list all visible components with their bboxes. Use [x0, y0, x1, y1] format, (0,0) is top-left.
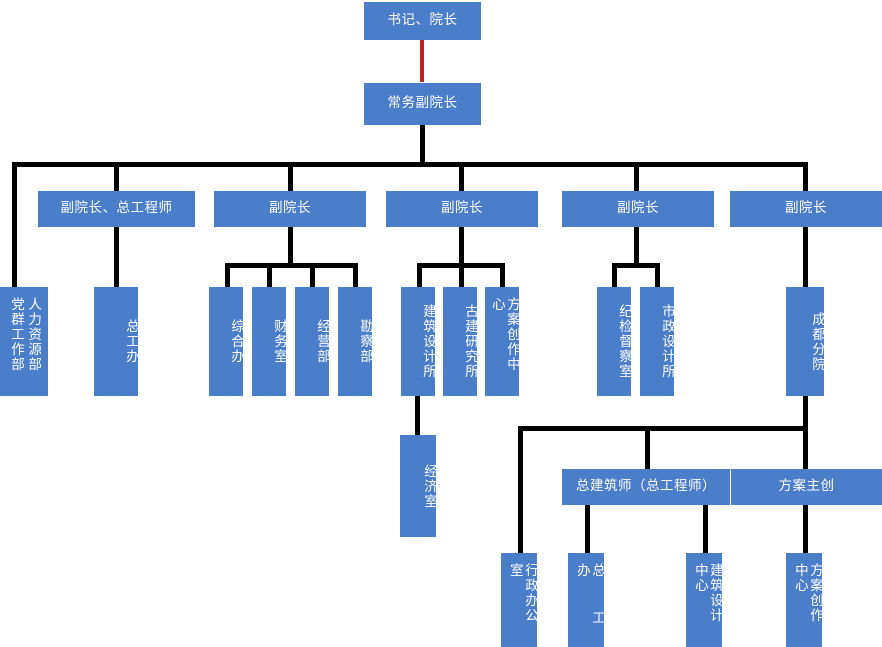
connector-vp2-stem: [288, 226, 293, 266]
connector-vp3-drop-1: [417, 263, 422, 290]
connector-vp2-drop-2: [267, 263, 272, 290]
connector-bus-to-vp5: [803, 162, 808, 192]
connector-vp2-bus: [225, 263, 358, 268]
node-vp-4[interactable]: 副院长: [562, 191, 714, 227]
node-vp-3[interactable]: 副院长: [386, 191, 538, 227]
node-branch-scheme-creation-center[interactable]: 方案创作中心: [786, 553, 823, 647]
node-vp-5[interactable]: 副院长: [730, 191, 882, 227]
node-hr-department-label: 人力资源部: [25, 297, 42, 372]
connector-vp4-bus: [612, 263, 660, 268]
node-hr-and-party-affairs[interactable]: 人力资源部 党群工作部: [0, 287, 48, 396]
node-chief-architect-chief-engineer[interactable]: 总建筑师（总工程师）: [562, 469, 730, 505]
node-discipline-inspection-office[interactable]: 纪检督察室: [597, 287, 632, 396]
connector-bus-to-vp2: [288, 162, 293, 192]
connector-bus-to-left-column: [12, 162, 17, 290]
connector-chengdu-stem: [803, 395, 808, 431]
node-administrative-office[interactable]: 行政办公室: [501, 553, 538, 647]
connector-vp2-drop-3: [310, 263, 315, 290]
node-chengdu-branch[interactable]: 成都分院: [786, 287, 825, 396]
node-operations-department[interactable]: 经营部: [295, 287, 330, 396]
connector-chengdu-bus: [518, 426, 808, 431]
node-party-affairs-label: 党群工作部: [8, 297, 24, 372]
node-branch-chief-engineer-office[interactable]: 总 工 办: [568, 553, 605, 647]
node-scheme-creation-center[interactable]: 方案创作中心: [485, 287, 520, 396]
node-secretary-president[interactable]: 书记、院长: [364, 2, 481, 40]
node-ancient-architecture-research-institute[interactable]: 古建研究所: [443, 287, 478, 396]
connector-vp3-stem: [459, 226, 464, 266]
node-vp-2[interactable]: 副院长: [214, 191, 366, 227]
connector-scheme-lead-to-scheme-center: [803, 504, 808, 554]
connector-vp4-drop-2: [655, 263, 660, 290]
node-chief-engineer-office[interactable]: 总工办: [94, 287, 139, 396]
node-general-affairs-office[interactable]: 综合办: [209, 287, 244, 396]
connector-vp2-drop-1: [225, 263, 230, 290]
node-architectural-design-institute[interactable]: 建筑设计所: [401, 287, 436, 396]
node-scheme-lead-designer[interactable]: 方案主创: [731, 469, 882, 505]
connector-ceo-to-exec-vp: [420, 39, 424, 82]
connector-vp5-stem: [803, 226, 808, 290]
connector-vp4-stem: [634, 226, 639, 266]
connector-exec-vp-stem: [420, 124, 425, 164]
connector-bus-to-vp3: [459, 162, 464, 192]
connector-vp2-drop-4: [353, 263, 358, 290]
connector-vp1-stem: [114, 226, 119, 290]
node-economics-office[interactable]: 经济室: [400, 435, 437, 537]
connector-arch-inst-to-econ-office: [415, 395, 420, 435]
connector-chengdu-drop-scheme-lead: [803, 426, 808, 471]
node-architectural-design-center[interactable]: 建筑设计中心: [686, 553, 723, 647]
node-finance-office[interactable]: 财务室: [252, 287, 287, 396]
node-municipal-design-institute[interactable]: 市政设计所: [640, 287, 675, 396]
connector-vp3-drop-2: [459, 263, 464, 290]
connector-chief-arch-to-arch-design-center: [703, 504, 708, 554]
connector-bus-to-vp1: [114, 162, 119, 192]
connector-vp4-drop-1: [612, 263, 617, 290]
connector-chief-arch-to-chief-eng-office: [585, 504, 590, 554]
connector-chengdu-drop-chief-arch: [645, 426, 650, 471]
connector-vp3-drop-3: [500, 263, 505, 290]
connector-bus-to-vp4: [634, 162, 639, 192]
connector-chengdu-drop-admin: [518, 426, 523, 554]
connector-vp-bus: [12, 162, 808, 167]
node-survey-department[interactable]: 勘察部: [338, 287, 373, 396]
node-vp-chief-engineer[interactable]: 副院长、总工程师: [38, 191, 195, 227]
node-executive-vice-president[interactable]: 常务副院长: [364, 83, 481, 125]
